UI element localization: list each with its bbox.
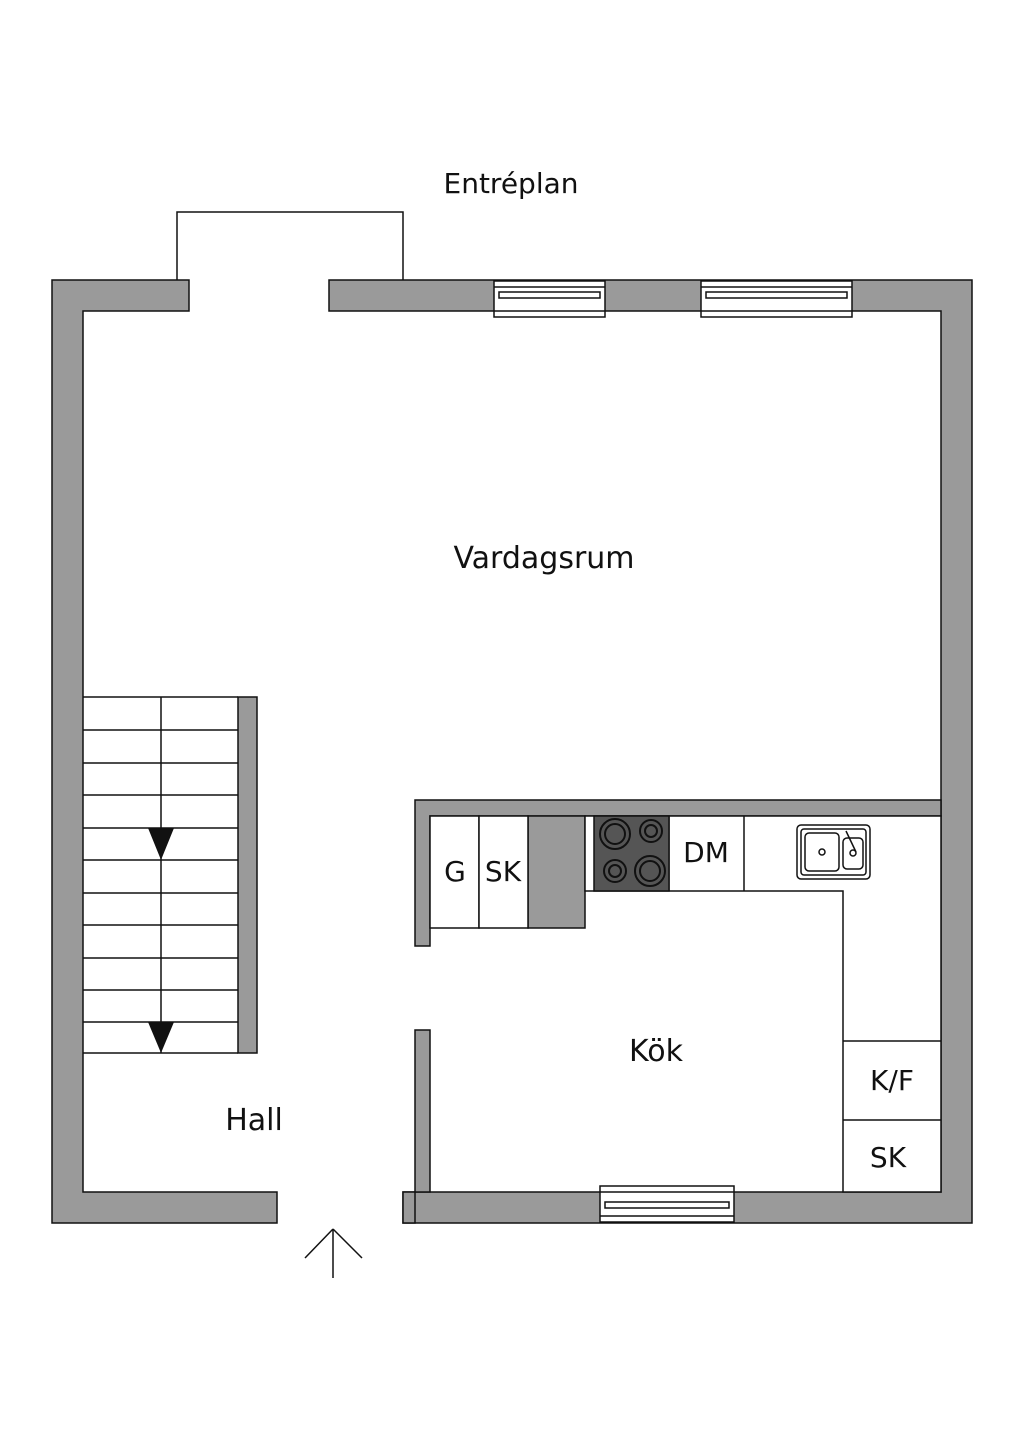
stove-icon xyxy=(593,815,670,892)
kitchen-cabinet-label: SK xyxy=(870,1141,907,1174)
stair-arrow-upper xyxy=(148,828,174,860)
window-kitchen xyxy=(599,1185,735,1223)
room-label-kitchen: Kök xyxy=(629,1034,684,1069)
sink-icon xyxy=(796,824,871,880)
wall-left xyxy=(51,279,278,1224)
entrance-arrow-icon xyxy=(304,1228,363,1278)
interior-walls xyxy=(237,696,942,1224)
window-top-1 xyxy=(493,280,606,318)
wardrobe-g xyxy=(429,815,480,929)
wardrobe-g-label: G xyxy=(444,855,466,888)
stair-wall xyxy=(237,696,258,1054)
outer-walls xyxy=(51,279,973,1224)
room-label-living: Vardagsrum xyxy=(453,541,634,576)
wall-pillar xyxy=(527,815,586,929)
wardrobe-sk xyxy=(478,815,529,929)
wardrobes xyxy=(429,815,529,929)
room-label-hall: Hall xyxy=(225,1103,283,1138)
wardrobe-sk-label: SK xyxy=(485,855,522,888)
windows xyxy=(493,280,853,1223)
stair-arrow-lower xyxy=(148,1022,174,1053)
staircase xyxy=(83,696,238,1054)
kitchen-counter xyxy=(584,815,942,1193)
fridge-freezer-label: K/F xyxy=(870,1064,914,1097)
plan-title: Entréplan xyxy=(444,167,579,200)
wall-kitchen-left xyxy=(402,1029,431,1224)
window-top-2 xyxy=(700,280,853,318)
dishwasher-label: DM xyxy=(683,836,729,869)
balcony-outline xyxy=(176,211,404,280)
